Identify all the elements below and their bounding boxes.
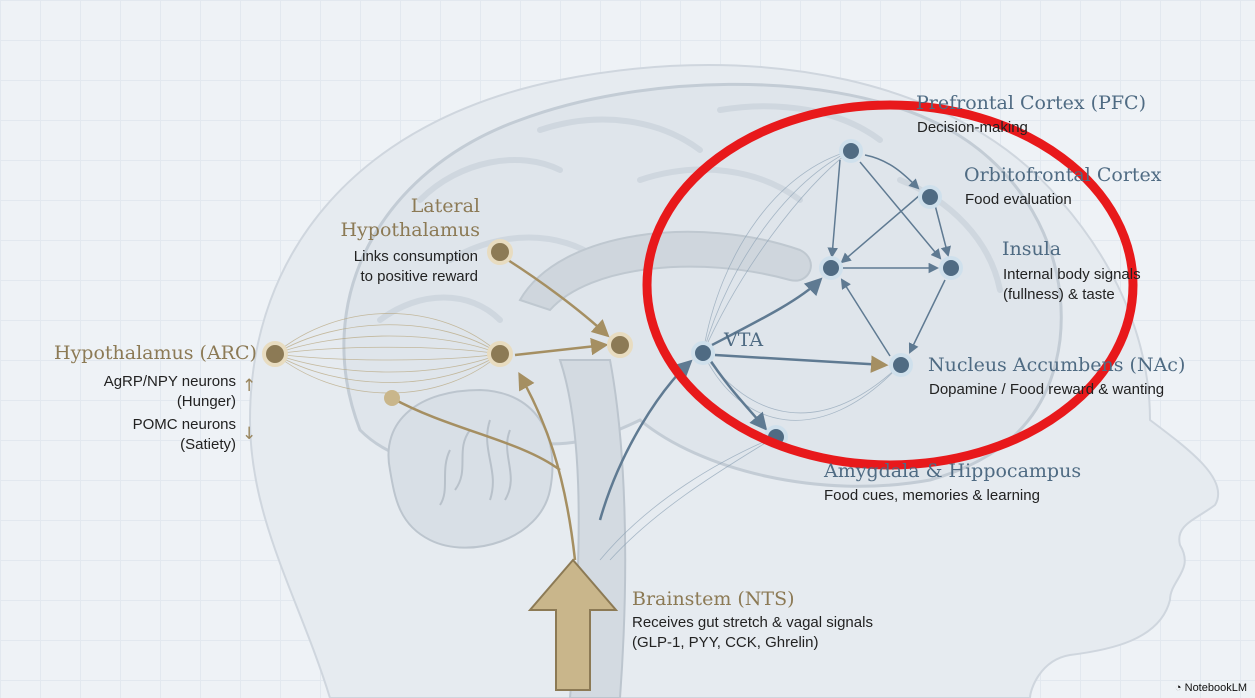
lateral-hypothalamus-desc-2: to positive reward [300,267,478,287]
agrp-line-2: (Hunger) [60,392,236,412]
insula-desc-1: Internal body signals [1003,265,1141,285]
satiety-down-arrow-icon: ↓ [242,424,256,444]
lateral-hypothalamus-title-2: Hypothalamus [320,219,480,241]
insula-desc-2: (fullness) & taste [1003,285,1115,305]
insula-title: Insula [1002,238,1061,260]
pomc-line-1: POMC neurons [60,415,236,435]
pfc-title: Prefrontal Cortex (PFC) [916,92,1146,114]
vta-title: VTA [724,329,763,351]
pomc-line-2: (Satiety) [60,435,236,455]
amygdala-title: Amygdala & Hippocampus [824,460,1081,482]
brainstem-title: Brainstem (NTS) [632,588,795,610]
arc-title: Hypothalamus (ARC) [54,342,257,364]
lateral-hypothalamus-title-1: Lateral [320,195,480,217]
nac-desc: Dopamine / Food reward & wanting [929,380,1164,400]
brainstem-desc-2: (GLP-1, PYY, CCK, Ghrelin) [632,633,818,653]
agrp-line-1: AgRP/NPY neurons [60,372,236,392]
pfc-desc: Decision-making [917,118,1028,138]
lateral-hypothalamus-desc-1: Links consumption [300,247,478,267]
ofc-desc: Food evaluation [965,190,1072,210]
notebooklm-logo-icon: ◔ [1175,682,1185,694]
brainstem-desc-1: Receives gut stretch & vagal signals [632,613,873,633]
nac-title: Nucleus Accumbens (NAc) [928,354,1185,376]
amygdala-desc: Food cues, memories & learning [824,486,1040,506]
notebooklm-watermark: ◔ NotebookLM [1175,682,1247,694]
ofc-title: Orbitofrontal Cortex [964,164,1162,186]
cerebellum [388,390,552,548]
hunger-up-arrow-icon: ↑ [242,376,256,396]
